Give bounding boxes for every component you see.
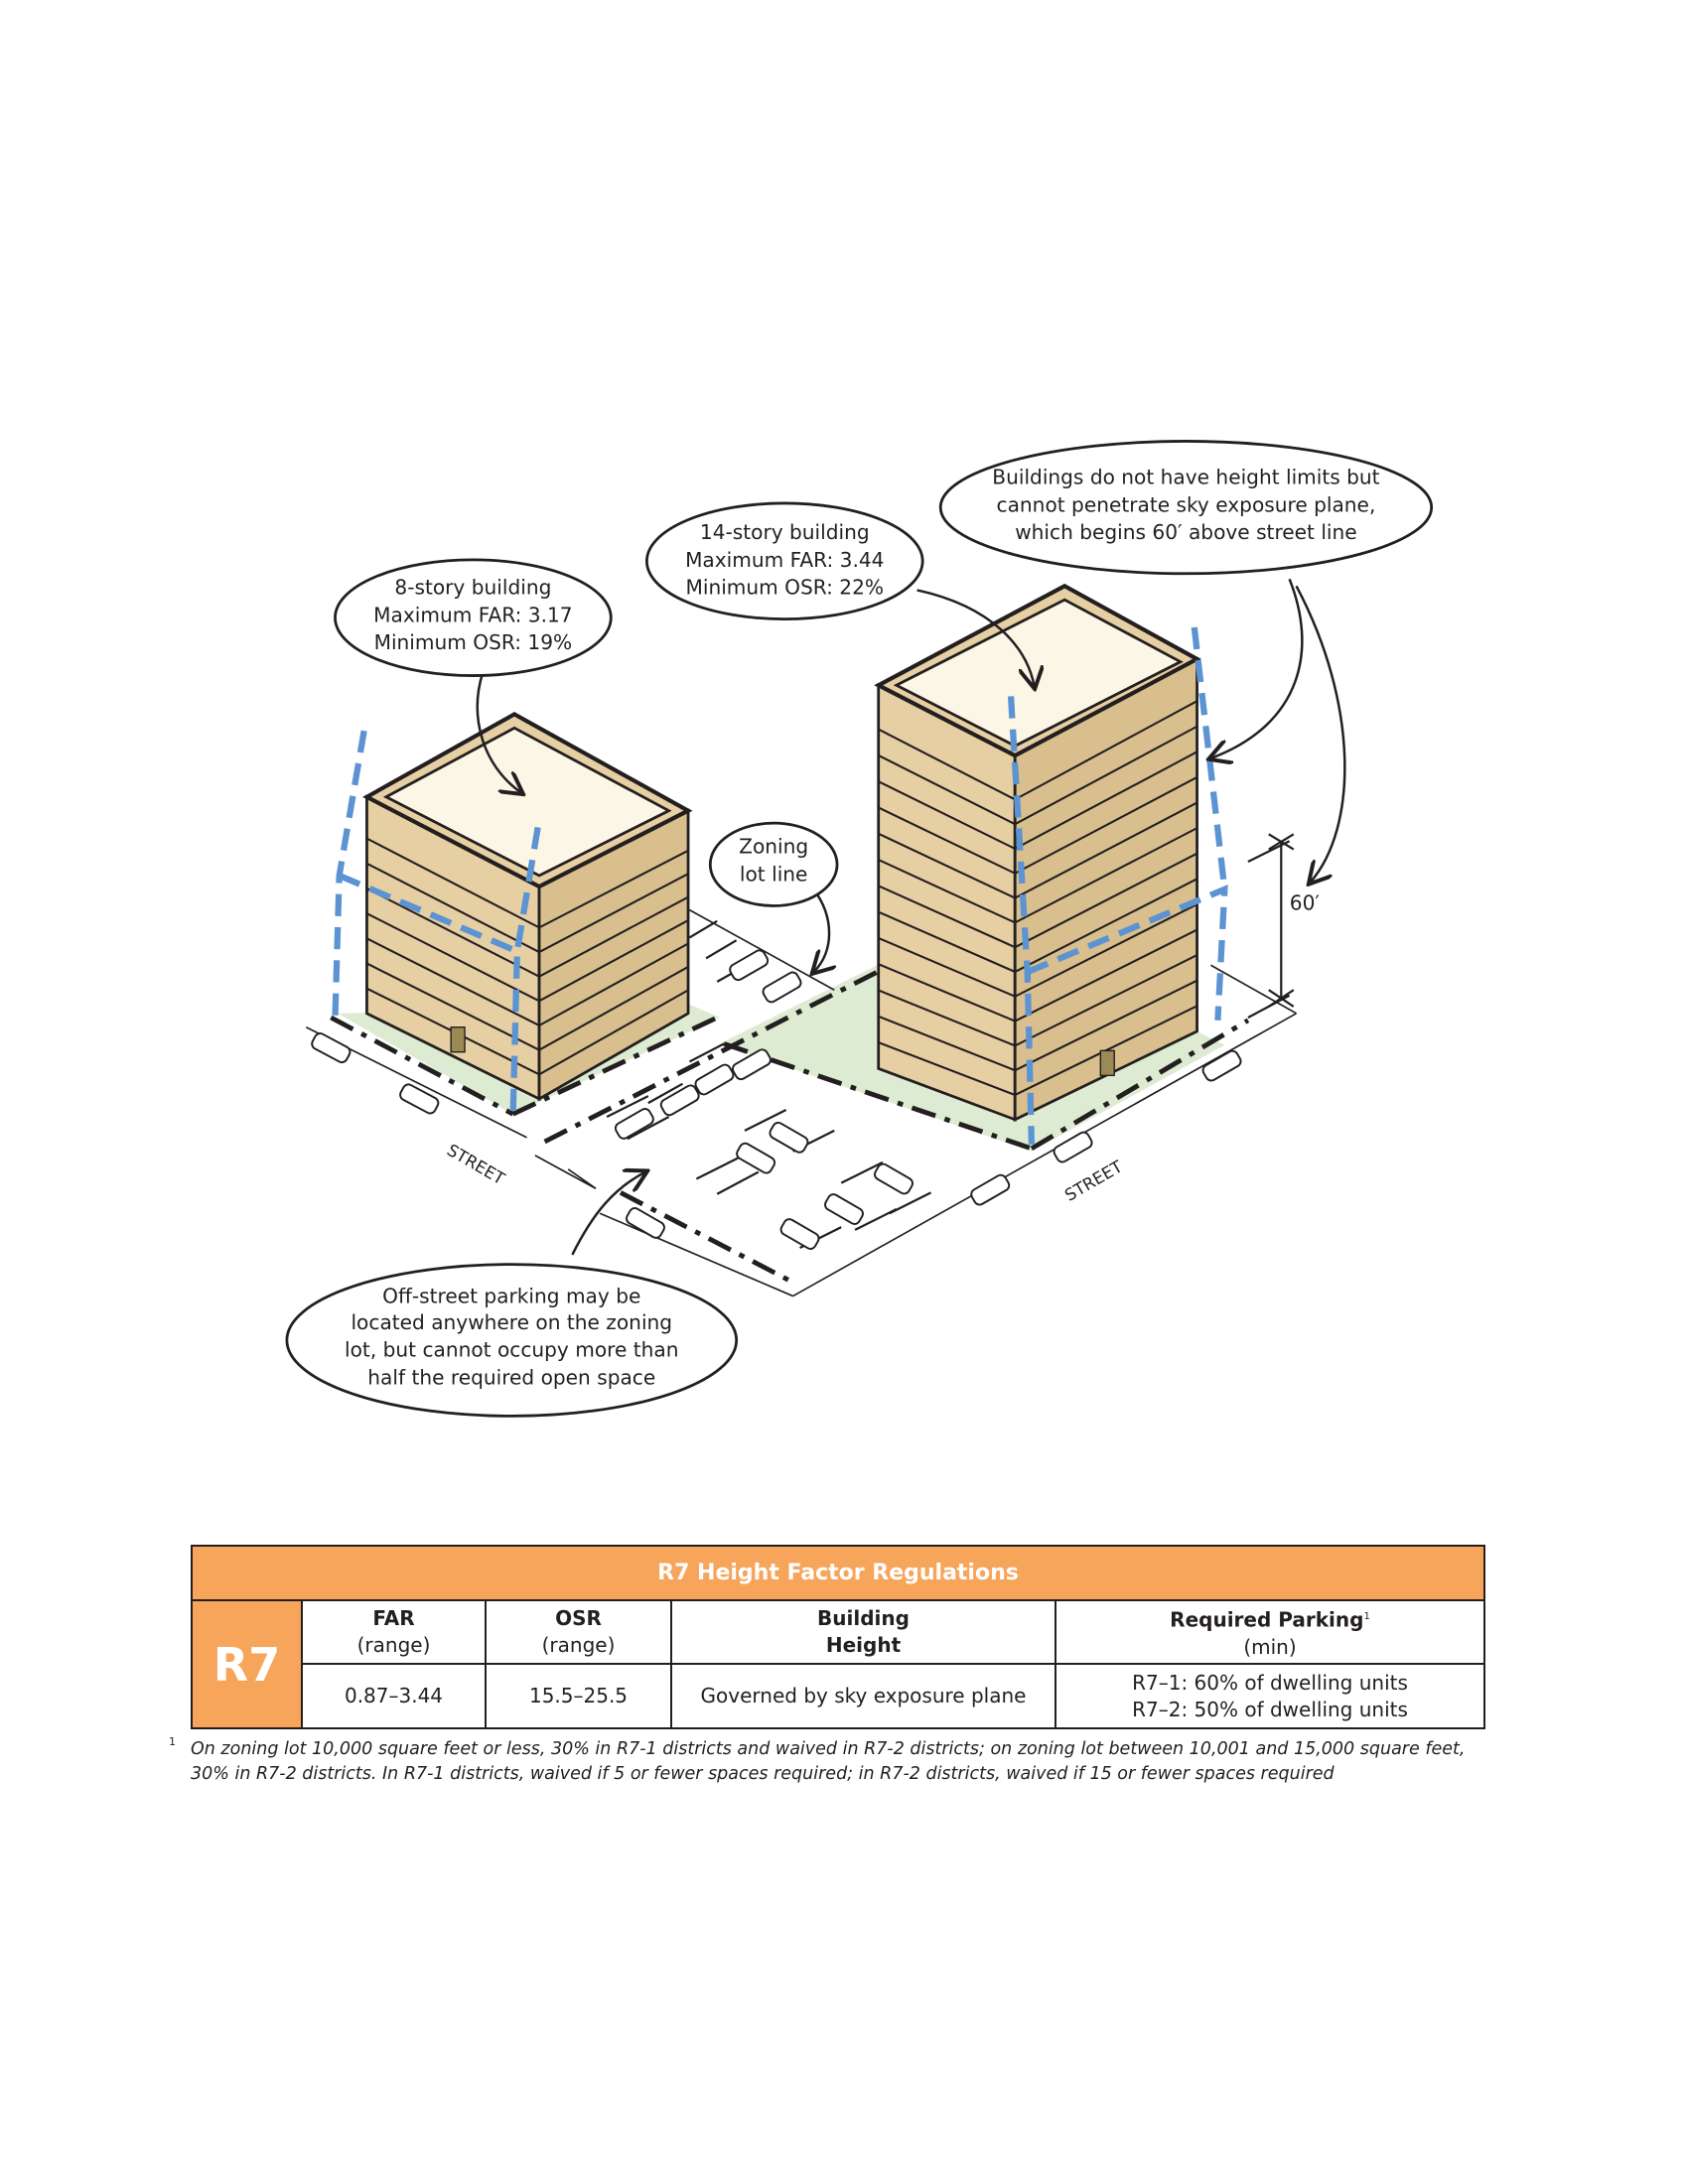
svg-text:which begins 60′ above street: which begins 60′ above street line bbox=[1015, 520, 1356, 544]
floor-line bbox=[365, 937, 689, 1027]
sky-exposure-plane bbox=[332, 626, 1228, 1145]
floor-line bbox=[365, 987, 689, 1076]
zoning-lot-line bbox=[330, 970, 1250, 1285]
street-label: STREET bbox=[1061, 1157, 1126, 1205]
floor-line bbox=[365, 887, 689, 978]
svg-text:Off-street parking may be: Off-street parking may be bbox=[382, 1285, 640, 1308]
floor-line bbox=[878, 878, 1198, 974]
floor-line bbox=[365, 862, 689, 954]
column-header-parking: Required Parking1(min) bbox=[1055, 1599, 1485, 1665]
svg-text:located anywhere on the zoning: located anywhere on the zoning bbox=[351, 1310, 672, 1334]
svg-text:Minimum OSR: 22%: Minimum OSR: 22% bbox=[685, 576, 884, 600]
svg-text:lot line: lot line bbox=[740, 863, 808, 887]
callout-parking: Off-street parking may be located anywhe… bbox=[345, 1285, 678, 1390]
floor-line bbox=[878, 979, 1198, 1072]
table-title: R7 Height Factor Regulations bbox=[191, 1545, 1485, 1601]
floor-line bbox=[878, 928, 1198, 1023]
svg-text:8-story building: 8-story building bbox=[394, 576, 551, 600]
floor-line bbox=[365, 912, 689, 1003]
osr-value: 15.5–25.5 bbox=[485, 1663, 672, 1729]
floor-line bbox=[878, 852, 1198, 949]
height-dimension bbox=[1247, 833, 1295, 1019]
floor-line bbox=[878, 776, 1198, 875]
cars bbox=[311, 949, 1242, 1250]
floor-line bbox=[878, 902, 1198, 998]
callout-14-story: 14-story building Maximum FAR: 3.44 Mini… bbox=[685, 520, 884, 600]
floor-line bbox=[878, 1005, 1198, 1097]
svg-text:cannot penetrate sky exposure: cannot penetrate sky exposure plane, bbox=[997, 492, 1376, 516]
floor-line bbox=[878, 954, 1198, 1047]
zone-label: R7 bbox=[191, 1599, 303, 1729]
column-header-far: FAR(range) bbox=[301, 1599, 487, 1665]
svg-text:Zoning: Zoning bbox=[739, 835, 808, 859]
floor-line bbox=[365, 837, 689, 929]
svg-text:half the required open space: half the required open space bbox=[367, 1365, 655, 1389]
callout-8-story: 8-story building Maximum FAR: 3.17 Minim… bbox=[373, 576, 572, 655]
far-value: 0.87–3.44 bbox=[301, 1663, 487, 1729]
callout-lot-line: Zoning lot line bbox=[739, 835, 808, 887]
callout-arrows bbox=[476, 578, 1346, 1256]
footnote-mark: 1 bbox=[169, 1735, 176, 1748]
building-8-story bbox=[362, 712, 693, 1102]
regulations-table: R7 Height Factor Regulations R7 FAR(rang… bbox=[191, 1545, 1485, 1729]
svg-text:Maximum FAR: 3.44: Maximum FAR: 3.44 bbox=[685, 548, 884, 572]
svg-text:Buildings do not have height l: Buildings do not have height limits but bbox=[992, 465, 1379, 488]
floor-line bbox=[878, 751, 1198, 851]
callout-clouds bbox=[285, 440, 1434, 1418]
floor-line bbox=[878, 801, 1198, 899]
footnote-text: On zoning lot 10,000 square feet or less… bbox=[191, 1739, 1466, 1784]
street-label: STREET bbox=[444, 1141, 508, 1189]
building-14-story bbox=[874, 583, 1201, 1122]
svg-text:Maximum FAR: 3.17: Maximum FAR: 3.17 bbox=[373, 603, 572, 626]
svg-text:lot, but cannot occupy more th: lot, but cannot occupy more than bbox=[345, 1338, 678, 1362]
column-header-osr: OSR(range) bbox=[485, 1599, 672, 1665]
svg-text:14-story building: 14-story building bbox=[700, 520, 870, 544]
dimension-label: 60′ bbox=[1290, 891, 1321, 915]
height-value: Governed by sky exposure plane bbox=[670, 1663, 1056, 1729]
floor-line bbox=[878, 725, 1198, 826]
floor-line bbox=[365, 962, 689, 1051]
svg-text:Minimum OSR: 19%: Minimum OSR: 19% bbox=[374, 630, 573, 654]
callout-sky-plane: Buildings do not have height limits but … bbox=[992, 465, 1379, 544]
floor-line bbox=[878, 827, 1198, 924]
